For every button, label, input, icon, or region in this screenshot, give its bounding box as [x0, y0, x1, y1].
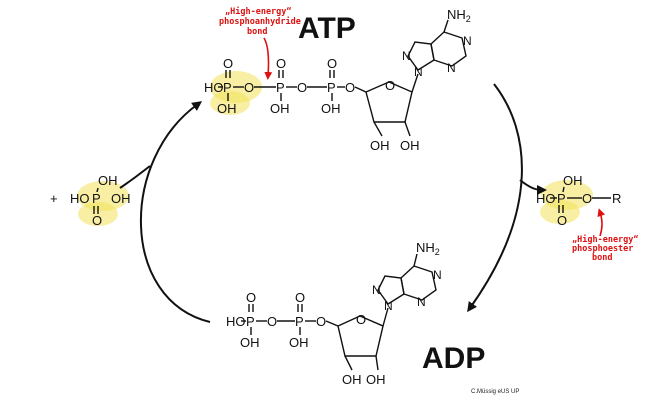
atp-o-top2: O [276, 56, 286, 71]
atp-ribose [365, 81, 413, 137]
atp-amine-text: NH [447, 7, 466, 22]
adp-o-bridge2: O [316, 314, 326, 329]
atp-annotation-arrow [263, 37, 273, 80]
atp-molecule: ATP HO P O OH O P O OH O P O OH O [204, 6, 472, 153]
phosphoester-annotation-arrow [597, 208, 606, 237]
synthesis-arrow [139, 101, 211, 323]
adp-ho-label: HO [226, 314, 246, 329]
phosphoester-r: R [612, 191, 621, 206]
adp-adenine-n7: N [372, 283, 381, 297]
atp-adenine-n1: N [463, 34, 472, 48]
adp-o-top2: O [295, 290, 305, 305]
atp-ribose-oh-left: OH [370, 138, 390, 153]
atp-ring-o: O [385, 78, 395, 93]
phosphate-join-line [119, 165, 151, 189]
atp-oh2: OH [270, 101, 290, 116]
free-phosphate-oh-top: OH [98, 173, 118, 188]
adp-ribose-oh-left: OH [342, 372, 362, 387]
adp-oh1: OH [240, 335, 260, 350]
atp-phosphate-highlight-2 [210, 91, 250, 115]
phosphoester-p: P [557, 191, 566, 206]
phosphoester-oh-top: OH [563, 173, 583, 188]
atp-amine-sub: 2 [466, 14, 471, 24]
adp-amine-sub: 2 [435, 247, 440, 257]
atp-o-bridge3: O [345, 80, 355, 95]
adp-p2: P [295, 314, 304, 329]
credit-text: C.Müssig eUS UP [471, 389, 519, 395]
adp-oh2: OH [289, 335, 309, 350]
phosphoester-o-bottom: O [557, 213, 567, 228]
atp-o-top3: O [327, 56, 337, 71]
atp-title: ATP [298, 12, 356, 45]
hydrolysis-arrow [467, 83, 523, 313]
atp-amine: NH2 [447, 7, 471, 24]
adp-title: ADP [422, 342, 485, 375]
adp-adenine-n9: N [384, 299, 393, 313]
atp-adenine-n9: N [414, 65, 423, 79]
atp-annotation-line1: „High-energy“ [225, 6, 292, 17]
phosphoester-annotation-line1: „High-energy“ [572, 234, 639, 245]
atp-o-bridge2: O [297, 80, 307, 95]
phosphoester-o-ester: O [582, 191, 592, 206]
adp-adenine-n1: N [433, 268, 442, 282]
atp-bond-annotation: „High-energy“ phosphoanhydride bond [219, 6, 301, 80]
adp-phosphate-bonds [241, 304, 339, 335]
adp-p1: P [246, 314, 255, 329]
adp-amine: NH2 [416, 240, 440, 257]
adp-ring-o: O [356, 312, 366, 327]
adp-adenine [377, 253, 437, 327]
adp-molecule: ADP HO P O OH O P O OH O O OH O [226, 240, 485, 387]
atp-adenine [407, 19, 467, 93]
adp-ribose-oh-right: OH [366, 372, 386, 387]
phosphoester-highlight-2 [540, 200, 580, 224]
phosphate-transfer-arrow [519, 179, 547, 195]
adp-ribose [337, 315, 384, 371]
free-phosphate-ho: HO [70, 191, 90, 206]
atp-oh1: OH [217, 101, 237, 116]
atp-ho-label: HO [204, 80, 224, 95]
atp-o-bridge1: O [244, 80, 254, 95]
plus-sign: + [50, 191, 58, 206]
atp-ribose-oh-right: OH [400, 138, 420, 153]
atp-adenine-n3: N [447, 61, 456, 75]
adp-o-top1: O [246, 290, 256, 305]
adp-o-bridge1: O [267, 314, 277, 329]
free-phosphate-oh-right: OH [111, 191, 131, 206]
atp-adenine-n7: N [402, 49, 411, 63]
atp-p1: P [223, 80, 232, 95]
atp-p2: P [276, 80, 285, 95]
atp-phosphate-bonds [218, 70, 367, 101]
atp-oh3: OH [321, 101, 341, 116]
phosphoester-annotation-line3: bond [592, 253, 612, 263]
free-phosphate-p: P [92, 191, 101, 206]
atp-annotation-line3: bond [247, 27, 267, 37]
phosphoester: HO P OH O O R „High-energy“ phosphoester… [536, 173, 639, 263]
free-phosphate: + HO P OH OH O [50, 173, 131, 228]
cycle-arrows [119, 83, 547, 323]
phosphoester-annotation-line2: phosphoester [572, 244, 633, 254]
free-phosphate-o-bottom: O [92, 213, 102, 228]
atp-o-top1: O [223, 56, 233, 71]
atp-annotation-line2: phosphoanhydride [219, 16, 301, 27]
atp-p3: P [327, 80, 336, 95]
phosphoester-annotation: „High-energy“ phosphoester bond [572, 208, 639, 263]
adp-amine-text: NH [416, 240, 435, 255]
adp-adenine-n3: N [417, 295, 426, 309]
